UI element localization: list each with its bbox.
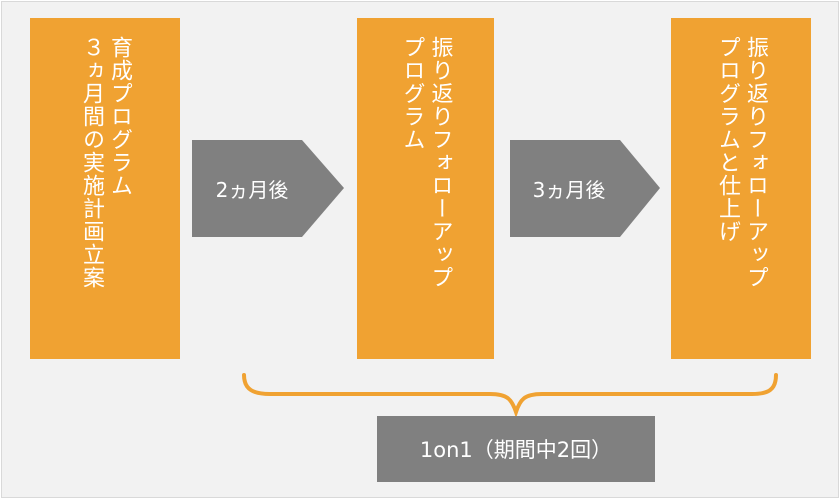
arrow-1-label: 2ヵ月後 (215, 178, 289, 202)
step-1-line-2: ３ヵ月間の実施計画立案 (79, 36, 104, 289)
step-2-line-2: プログラム (399, 36, 425, 151)
step-box-2: 振り返りフォローアップ プログラム (357, 18, 494, 359)
curly-bracket (242, 373, 778, 417)
step-2-line-1: 振り返りフォローアップ (427, 36, 453, 289)
arrow-2: 3ヵ月後 (510, 140, 660, 237)
step-box-1: 育成プログラム ３ヵ月間の実施計画立案 (30, 18, 180, 359)
step-3-line-2: プログラムと仕上げ (715, 36, 740, 243)
arrow-1-shape (192, 140, 344, 237)
step-1-line-1: 育成プログラム (107, 36, 132, 197)
arrow-2-label: 3ヵ月後 (532, 178, 606, 202)
step-box-3: 振り返りフォローアップ プログラムと仕上げ (671, 18, 811, 359)
step-3-line-1: 振り返りフォローアップ (743, 36, 768, 289)
arrow-1: 2ヵ月後 (192, 140, 344, 237)
one-on-one-box: 1on1（期間中2回） (377, 416, 655, 482)
arrow-2-shape (510, 140, 660, 237)
